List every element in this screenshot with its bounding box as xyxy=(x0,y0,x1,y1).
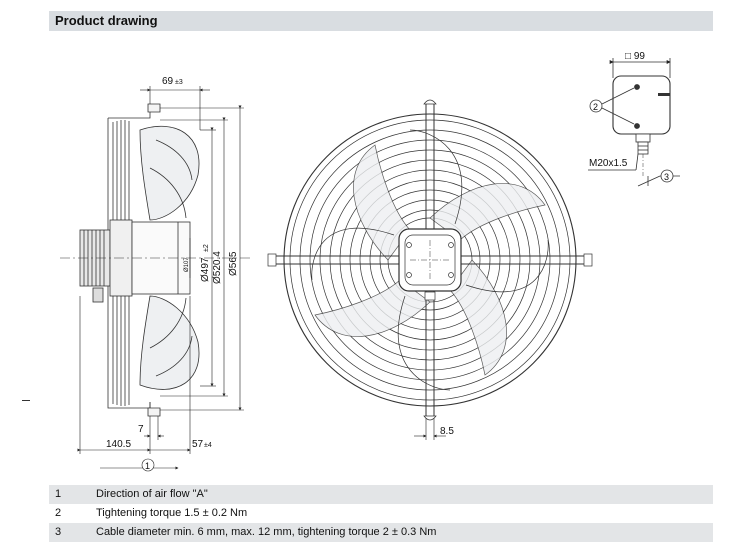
dim-dia-565: Ø565 xyxy=(228,251,239,276)
product-drawing: 69 ±3 Ø497 ±2 Ø520.4 Ø565 Ø107 7 140.5 5… xyxy=(60,51,680,472)
torque-marker: 2 xyxy=(593,102,598,112)
section-title: Product drawing xyxy=(55,13,158,28)
legend-row: 3 Cable diameter min. 6 mm, max. 12 mm, … xyxy=(49,523,713,542)
gland-thread-label: M20x1.5 xyxy=(589,158,628,169)
side-labels: 69 ±3 Ø497 ±2 Ø520.4 Ø565 Ø107 7 140.5 5… xyxy=(106,76,239,471)
legend-row: 1 Direction of air flow "A" xyxy=(49,485,713,504)
dim-dia-497-tol: ±2 xyxy=(203,244,210,252)
front-dimensions xyxy=(414,418,446,440)
cable-marker: 3 xyxy=(664,172,669,182)
legend-number: 3 xyxy=(55,526,62,538)
margin-mark xyxy=(22,400,30,401)
dim-bottom-7: 7 xyxy=(138,424,144,435)
side-view xyxy=(60,103,250,417)
terminal-box-detail xyxy=(588,58,680,187)
legend-number: 2 xyxy=(55,507,62,519)
dim-bottom-57-tol: ±4 xyxy=(204,442,212,449)
side-dimensions xyxy=(77,86,244,472)
dim-top-offset: 69 xyxy=(162,76,174,87)
dim-front-8-5: 8.5 xyxy=(440,426,454,437)
legend-number: 1 xyxy=(55,488,62,500)
legend-text: Tightening torque 1.5 ± 0.2 Nm xyxy=(96,507,248,519)
legend-row: 2 Tightening torque 1.5 ± 0.2 Nm xyxy=(49,504,713,523)
legend-table: 1 Direction of air flow "A" 2 Tightening… xyxy=(49,485,713,542)
dim-dia-520: Ø520.4 xyxy=(212,251,223,284)
legend-text: Direction of air flow "A" xyxy=(96,488,208,500)
dim-dia-497: Ø497 xyxy=(200,257,211,282)
dim-small-dia: Ø107 xyxy=(184,257,190,272)
section-header: Product drawing xyxy=(49,11,713,31)
dim-bottom-57: 57 xyxy=(192,439,204,450)
airflow-marker: 1 xyxy=(145,461,150,471)
front-view xyxy=(267,99,593,421)
dim-top-offset-tol: ±3 xyxy=(175,79,183,86)
dim-bottom-140: 140.5 xyxy=(106,439,131,450)
legend-text: Cable diameter min. 6 mm, max. 12 mm, ti… xyxy=(96,526,437,538)
dim-box-size: □ 99 xyxy=(625,51,645,62)
